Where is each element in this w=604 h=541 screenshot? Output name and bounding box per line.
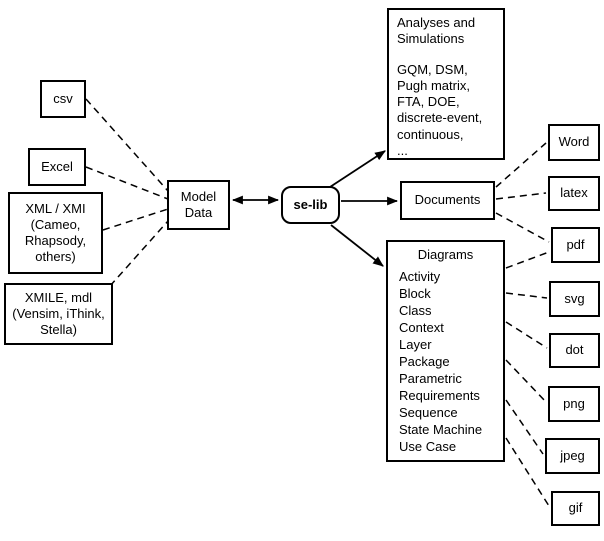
arrow-se-lib-analyses xyxy=(329,150,386,188)
connector-excel-model-data xyxy=(85,166,169,200)
node-pdf: pdf xyxy=(551,227,600,263)
connector-diagrams-svg xyxy=(505,292,548,299)
node-se-lib: se-lib xyxy=(281,186,340,224)
connector-diagrams-pdf xyxy=(505,251,550,269)
node-jpeg: jpeg xyxy=(545,438,600,474)
node-documents: Documents xyxy=(400,181,495,220)
analyses-title: Analyses and Simulations xyxy=(397,15,476,47)
connector-csv-model-data xyxy=(85,98,169,192)
node-xml-xmi: XML / XMI (Cameo, Rhapsody, others) xyxy=(8,192,103,274)
diagrams-title: Diagrams xyxy=(417,247,474,262)
node-model-data: Model Data xyxy=(167,180,230,230)
node-excel: Excel xyxy=(28,148,86,186)
connector-xmlxmi-model-data xyxy=(102,208,169,231)
node-analyses-simulations: Analyses and Simulations GQM, DSM, Pugh … xyxy=(387,8,505,160)
connector-xmile-model-data xyxy=(109,220,169,287)
connector-diagrams-png xyxy=(505,359,547,403)
node-xmile-mdl: XMILE, mdl (Vensim, iThink, Stella) xyxy=(4,283,113,345)
node-diagrams: Diagrams Activity Block Class Context La… xyxy=(386,240,505,462)
node-latex: latex xyxy=(548,176,600,211)
node-svg: svg xyxy=(549,281,600,317)
node-word: Word xyxy=(548,124,600,161)
node-png: png xyxy=(548,386,600,422)
connector-diagrams-jpeg xyxy=(505,399,544,455)
diagrams-items: Activity Block Class Context Layer Packa… xyxy=(399,269,483,455)
arrow-se-lib-diagrams xyxy=(330,224,384,267)
node-dot: dot xyxy=(549,333,600,368)
node-gif: gif xyxy=(551,491,600,526)
connector-documents-latex xyxy=(495,192,547,200)
analyses-items: GQM, DSM, Pugh matrix, FTA, DOE, discret… xyxy=(397,61,483,158)
connector-diagrams-gif xyxy=(505,437,550,507)
connector-diagrams-dot xyxy=(505,321,548,349)
connector-documents-pdf xyxy=(495,212,550,243)
node-csv: csv xyxy=(40,80,86,118)
